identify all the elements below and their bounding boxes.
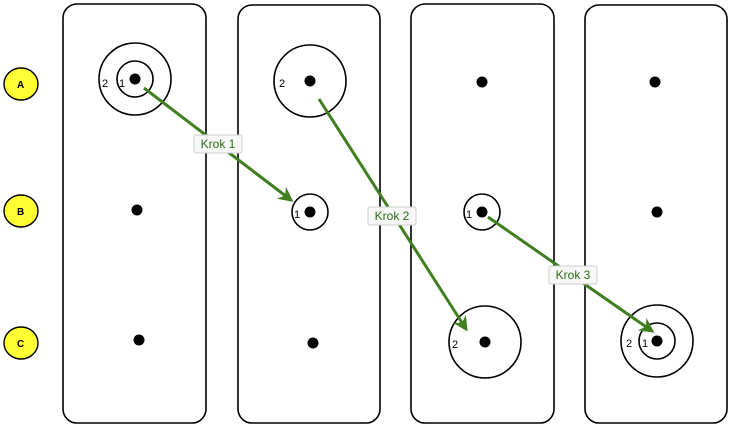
peg-c: [133, 334, 145, 346]
disk-2: [98, 42, 172, 116]
row-label: A: [17, 80, 24, 91]
peg-a: [649, 76, 661, 88]
peg-b: [476, 206, 488, 218]
peg-c: [307, 337, 319, 349]
disk-number: 1: [294, 209, 300, 221]
disk-number: 2: [102, 78, 108, 90]
disk-2: [448, 305, 522, 379]
disk-2: [620, 304, 694, 378]
row-label: B: [17, 207, 24, 218]
disk-number: 1: [642, 338, 648, 350]
row-badge-b: B: [3, 194, 39, 228]
peg-c: [479, 336, 491, 348]
peg-a: [129, 73, 141, 85]
peg-b: [131, 204, 143, 216]
step-label-2: Krok 2: [367, 206, 417, 226]
disk-1: [291, 193, 329, 231]
disk-1: [638, 322, 676, 360]
step-text: Krok 3: [556, 268, 591, 282]
peg-c: [651, 335, 663, 347]
disk-number: 1: [119, 78, 125, 90]
disk-number: 2: [626, 338, 632, 350]
peg-b: [651, 206, 663, 218]
step-label-1: Krok 1: [193, 134, 243, 154]
row-label: C: [17, 339, 24, 350]
disk-number: 1: [466, 209, 472, 221]
peg-b: [304, 206, 316, 218]
step-label-3: Krok 3: [548, 265, 598, 285]
disk-number: 2: [279, 78, 285, 90]
row-badge-a: A: [3, 67, 39, 101]
disk-2: [273, 44, 347, 118]
peg-a: [476, 76, 488, 88]
row-badge-c: C: [3, 326, 39, 360]
disk-1: [116, 60, 154, 98]
disk-1: [463, 193, 501, 231]
peg-a: [304, 75, 316, 87]
step-text: Krok 2: [375, 209, 410, 223]
disk-number: 2: [452, 339, 458, 351]
step-text: Krok 1: [201, 137, 236, 151]
